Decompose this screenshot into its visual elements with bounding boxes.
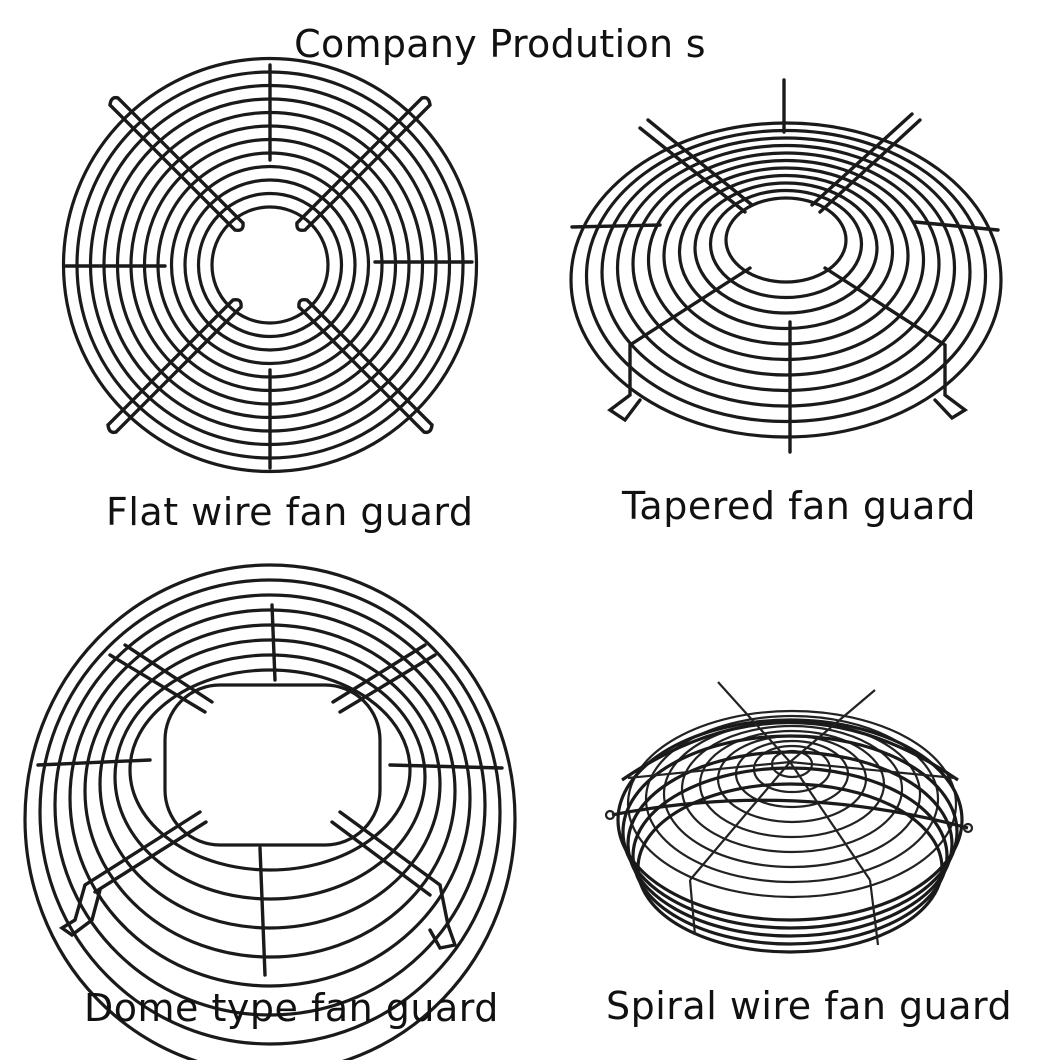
dome-guard-ring (83, 623, 457, 959)
flat-fan-guard-image (61, 56, 479, 474)
tapered-guard-ring (569, 121, 1003, 439)
caption-tapered: Tapered fan guard (622, 484, 976, 528)
tapered-guard-ring (662, 166, 910, 346)
tapered-guard-ring (708, 188, 864, 300)
flat-guard-ring (61, 56, 479, 474)
spiral-guard-ring (716, 734, 868, 824)
tapered-guard-ring (600, 136, 972, 408)
flat-guard-ring (210, 205, 330, 325)
spiral-guard-skirt (621, 734, 959, 930)
spiral-guard-ring (680, 724, 904, 854)
tapered-guard-ring (693, 181, 879, 315)
dome-guard-ring (113, 653, 427, 901)
flat-guard-ring (196, 191, 344, 339)
caption-flat: Flat wire fan guard (106, 490, 474, 534)
tapered-guard-ring (677, 173, 895, 331)
dome-guard-ring (98, 638, 442, 930)
spiral-guard-skirt (616, 718, 964, 922)
page-title: Company Prodution s (294, 22, 706, 66)
dome-guard-ring (128, 668, 412, 872)
dome-guard-ring (38, 578, 502, 1046)
tapered-guard-ring (584, 128, 988, 424)
tapered-guard-ring (646, 158, 926, 362)
caption-dome: Dome type fan guard (84, 986, 499, 1030)
spiral-guard-ring (644, 714, 940, 884)
spiral-guard-skirt (636, 782, 944, 954)
dome-guard-ring (53, 593, 487, 1017)
dome-guard-ring (23, 563, 517, 1060)
tapered-guard-ring (615, 143, 957, 393)
caption-spiral: Spiral wire fan guard (606, 984, 1013, 1028)
dome-fan-guard-image (23, 563, 517, 1060)
flat-guard-ring (169, 164, 371, 366)
dome-guard-ring (68, 608, 472, 988)
tapered-guard-ring (724, 196, 848, 284)
tapered-fan-guard-image (569, 78, 1003, 454)
flat-guard-ring (183, 178, 357, 352)
spiral-guard-skirt (626, 750, 954, 938)
tapered-guard-ring (631, 151, 941, 377)
spiral-guard-skirt (631, 766, 949, 946)
spiral-fan-guard-image (604, 681, 974, 954)
spiral-guard-ring (626, 709, 958, 899)
